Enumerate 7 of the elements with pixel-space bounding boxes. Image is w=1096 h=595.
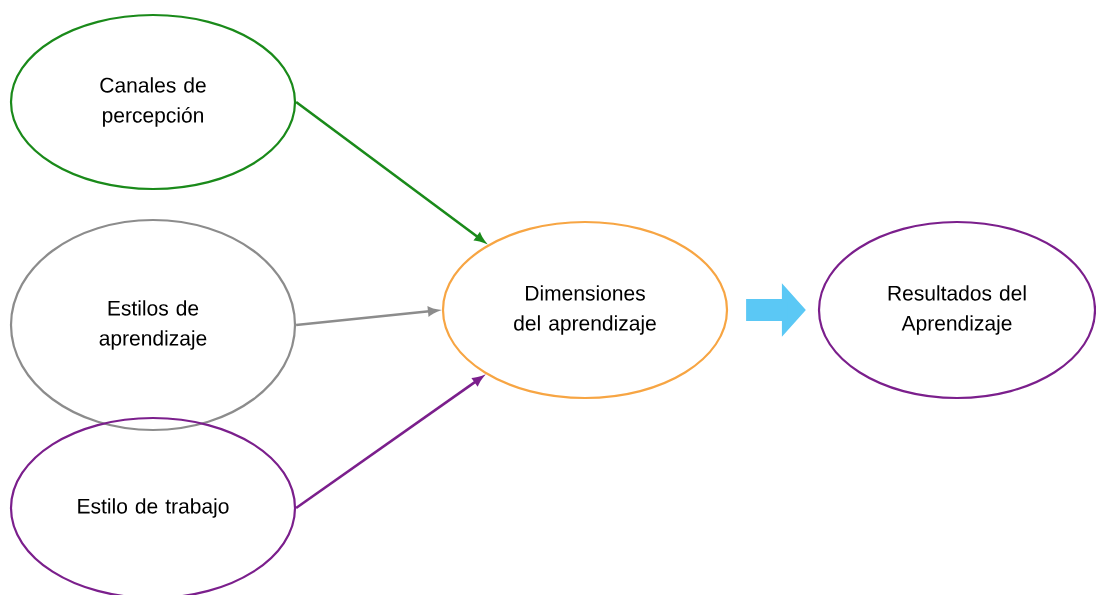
ellipse-node: Dimensiones del aprendizaje xyxy=(441,220,729,400)
arrow xyxy=(295,100,486,243)
ellipse-node: Estilos de aprendizaje xyxy=(9,218,297,432)
ellipse-node: Resultados del Aprendizaje xyxy=(817,220,1096,400)
ellipse-node: Canales de percepción xyxy=(9,13,297,191)
arrow xyxy=(295,375,484,510)
arrow xyxy=(295,306,439,327)
